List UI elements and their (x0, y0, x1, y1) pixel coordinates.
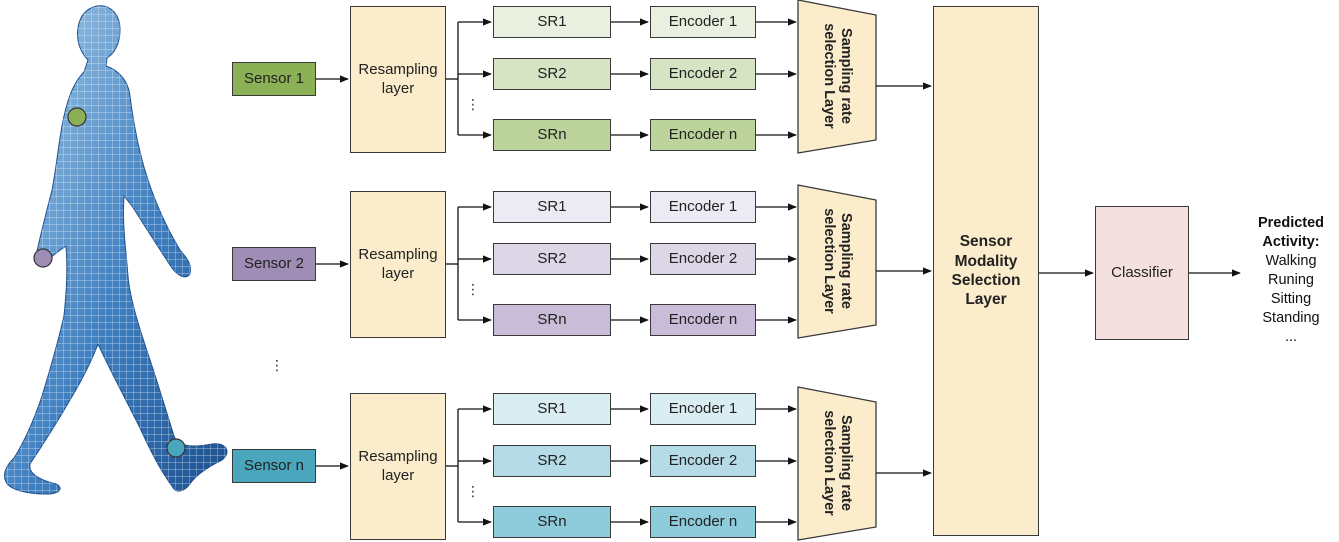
human-figure-illustration (3, 5, 228, 495)
resampling-layer: Resampling layer (350, 393, 446, 540)
sampling-rate-selection-layer (797, 184, 877, 339)
resampling-layer: Resampling layer (350, 191, 446, 338)
activity-running: Runing (1268, 272, 1314, 288)
sensor-dot-ankle (166, 438, 186, 458)
encoder-box: Encoder 2 (650, 243, 756, 275)
sampling-rate-box: SR2 (493, 243, 611, 275)
sampling-rate-box: SR2 (493, 445, 611, 477)
sensor-modality-selection-layer: Sensor Modality Selection Layer (933, 6, 1039, 536)
sampling-rate-box: SRn (493, 304, 611, 336)
sensor-dot-shoulder (67, 107, 87, 127)
encoder-box: Encoder 2 (650, 445, 756, 477)
selection-layer-label: Sampling rate selection Layer (821, 208, 854, 314)
sampling-rate-box: SR2 (493, 58, 611, 90)
selection-layer-label: Sampling rate selection Layer (821, 410, 854, 516)
sampling-rate-selection-layer (797, 0, 877, 154)
encoder-box: Encoder 1 (650, 6, 756, 38)
sampling-rate-box: SRn (493, 119, 611, 151)
activity-more: ... (1284, 329, 1298, 345)
sensor-dot-wrist (33, 248, 53, 268)
sampling-rate-box: SR1 (493, 191, 611, 223)
encoder-box: Encoder 1 (650, 393, 756, 425)
activity-walking: Walking (1265, 253, 1317, 269)
sensor-box: Sensor 2 (232, 247, 316, 281)
encoder-box: Encoder 2 (650, 58, 756, 90)
sampling-rate-selection-layer (797, 386, 877, 541)
rate-ellipsis: ⋮ (466, 281, 480, 297)
encoder-box: Encoder n (650, 304, 756, 336)
activity-standing: Standing (1262, 310, 1320, 326)
encoder-box: Encoder n (650, 506, 756, 538)
sampling-rate-box: SR1 (493, 393, 611, 425)
predicted-activity-title: Predicted Activity: (1257, 215, 1325, 250)
sensor-ellipsis: ⋮ (270, 357, 284, 373)
sampling-rate-box: SRn (493, 506, 611, 538)
encoder-box: Encoder n (650, 119, 756, 151)
sensor-box: Sensor 1 (232, 62, 316, 96)
resampling-layer: Resampling layer (350, 6, 446, 153)
activity-sitting: Sitting (1270, 291, 1312, 307)
rate-ellipsis: ⋮ (466, 96, 480, 112)
encoder-box: Encoder 1 (650, 191, 756, 223)
predicted-activity-list: Predicted Activity: Walking Runing Sitti… (1246, 214, 1336, 347)
selection-layer-label: Sampling rate selection Layer (821, 23, 854, 129)
sensor-box: Sensor n (232, 449, 316, 483)
sampling-rate-box: SR1 (493, 6, 611, 38)
rate-ellipsis: ⋮ (466, 483, 480, 499)
classifier-box: Classifier (1095, 206, 1189, 340)
